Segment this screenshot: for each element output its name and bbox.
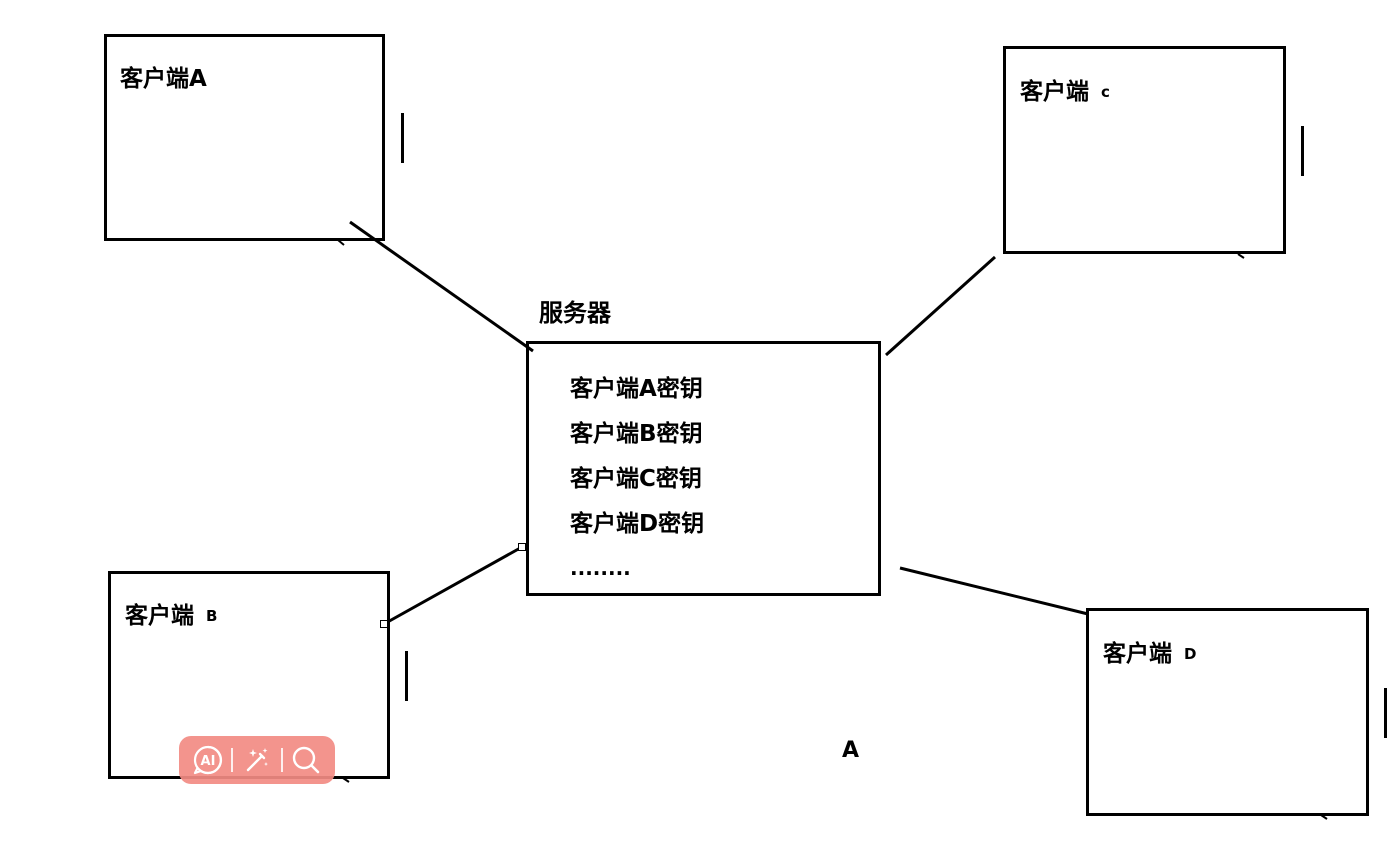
ai-assistant-button[interactable]: AI <box>190 742 226 778</box>
client-c-box[interactable] <box>1003 46 1286 254</box>
ai-icon-text: AI <box>200 754 215 769</box>
server-title: 服务器 <box>539 299 611 327</box>
client-c-label-main: 客户端 <box>1020 79 1089 105</box>
link-client-a-server <box>349 220 534 353</box>
client-a-label: 客户端A <box>120 68 207 91</box>
server-key-ellipsis: ........ <box>570 556 631 580</box>
magic-edit-button[interactable] <box>239 742 275 778</box>
client-b-label-main: 客户端 <box>125 603 194 629</box>
ai-icon: AI <box>193 745 222 775</box>
search-button[interactable] <box>288 742 324 778</box>
client-d-label-main: 客户端 <box>1103 641 1172 667</box>
stray-text-label: A <box>842 738 860 763</box>
text-cursor-c <box>1301 126 1304 176</box>
client-c-label: 客户端 c <box>1020 81 1110 104</box>
server-key-list: 客户端A密钥 客户端B密钥 客户端C密钥 客户端D密钥 ........ <box>570 378 704 586</box>
server-key-item: 客户端A密钥 <box>570 376 703 402</box>
toolbar-separator <box>231 748 234 772</box>
client-d-box[interactable] <box>1086 608 1369 816</box>
floating-ai-toolbar: AI <box>179 736 335 784</box>
client-a-label-main: 客户端A <box>120 66 207 92</box>
server-key-item: 客户端C密钥 <box>570 466 702 492</box>
client-b-label-sub: B <box>206 607 218 625</box>
text-cursor-b <box>405 651 408 701</box>
server-key-item: 客户端B密钥 <box>570 421 703 447</box>
text-cursor-d <box>1384 688 1387 738</box>
server-box[interactable] <box>526 341 881 596</box>
client-c-label-sub: c <box>1101 83 1110 101</box>
link-client-c-server <box>884 255 997 357</box>
toolbar-separator <box>280 748 283 772</box>
search-icon <box>292 746 320 774</box>
client-d-label: 客户端 D <box>1103 643 1196 666</box>
client-a-box[interactable] <box>104 34 385 241</box>
client-b-label: 客户端 B <box>125 605 217 628</box>
connector-handle-client-b[interactable] <box>380 620 388 628</box>
link-client-b-server <box>383 545 523 626</box>
connector-handle-server[interactable] <box>518 543 526 551</box>
link-client-d-server <box>899 566 1089 616</box>
server-key-item: 客户端D密钥 <box>570 511 705 537</box>
box-c-corner-mark <box>1237 253 1245 259</box>
magic-wand-icon <box>246 748 268 772</box>
client-d-label-sub: D <box>1184 645 1197 663</box>
text-cursor-a <box>401 113 404 163</box>
